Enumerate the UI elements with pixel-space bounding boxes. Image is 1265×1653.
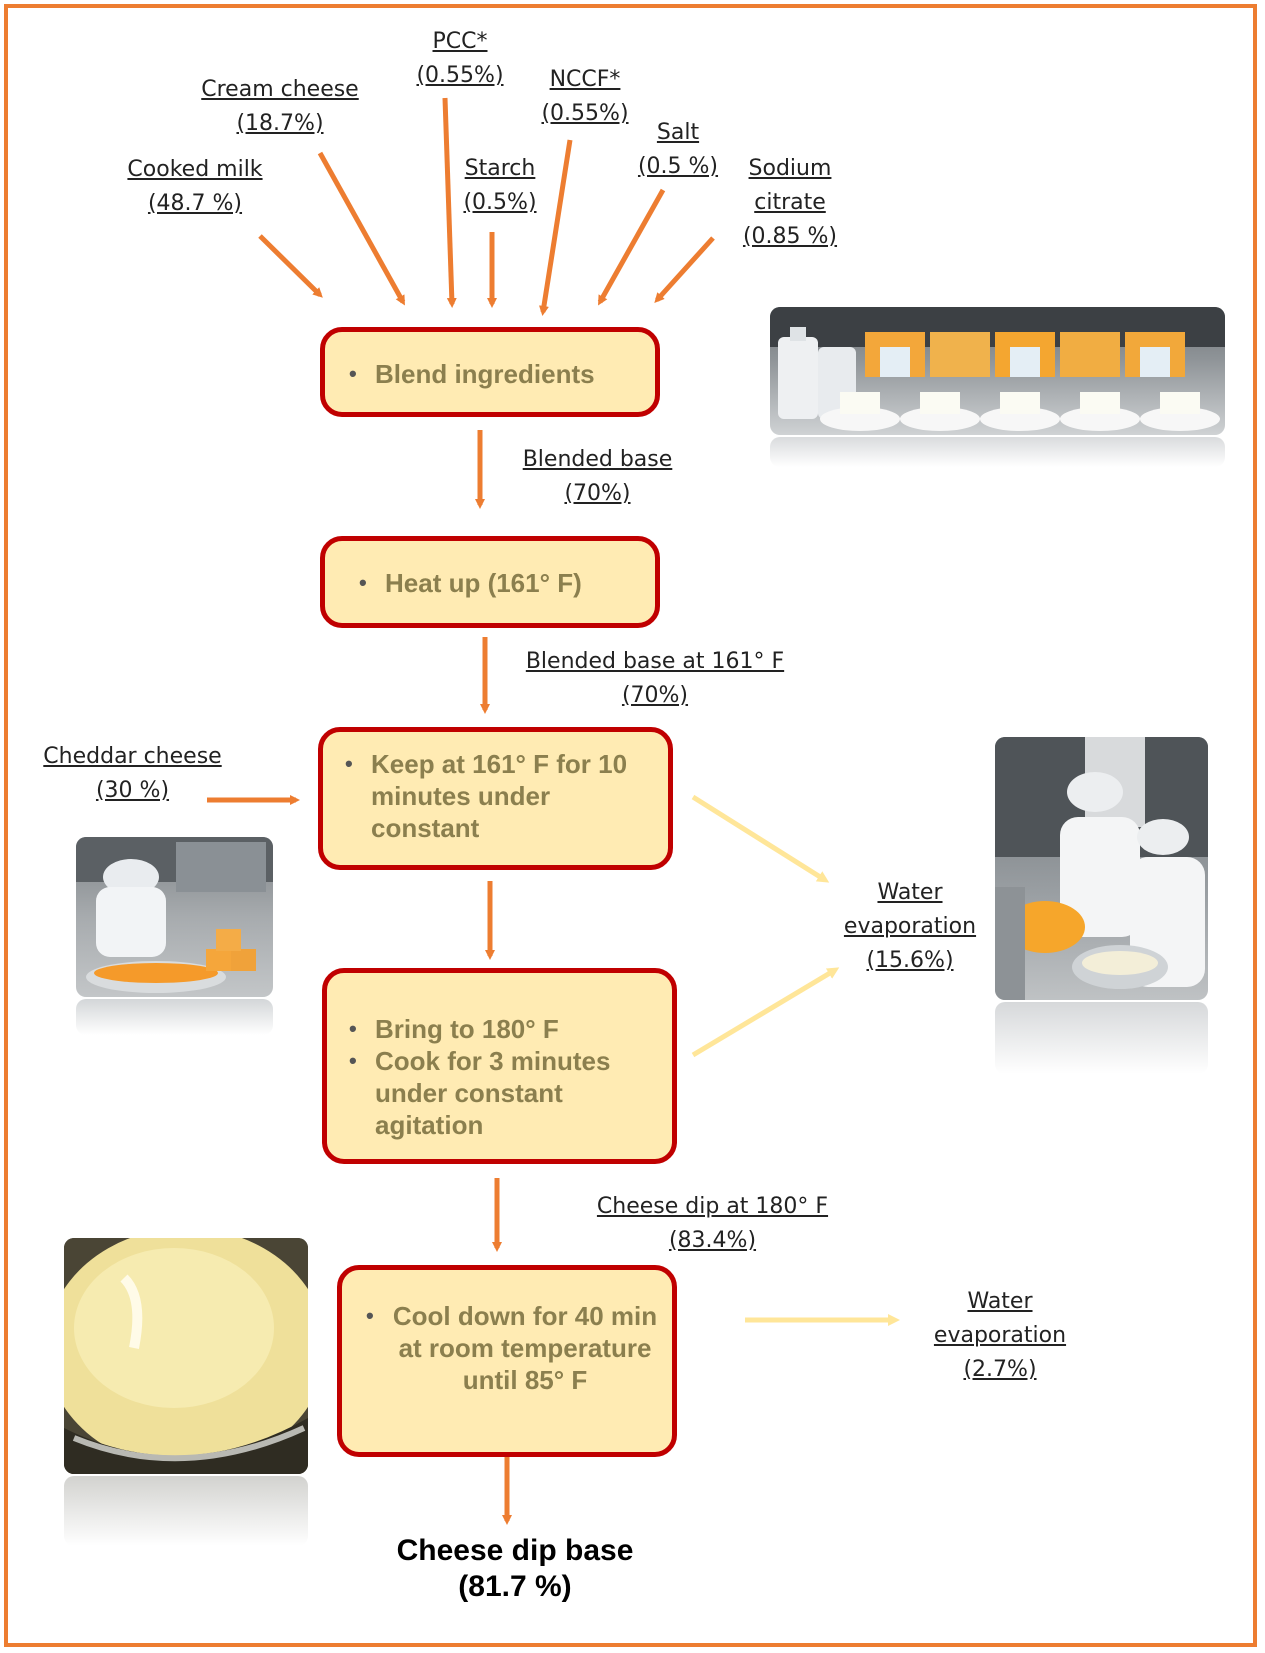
input-cheddar-cheese: Cheddar cheese (30 %) [25,740,240,808]
cheddar-photo-illustration [76,837,273,993]
step-heat-up: Heat up (161° F) [320,536,660,628]
flow-blended-base: Blended base (70%) [505,443,690,511]
flow-water-evaporation-2: Water evaporation (2.7%) [925,1285,1075,1387]
step-bring-cook: Bring to 180° F Cook for 3 minutes under… [322,968,677,1164]
flow-percent: (15.6%) [866,948,954,973]
step-keep-at-161: Keep at 161° F for 10 minutes under cons… [318,727,673,870]
input-percent: (0.5%) [463,190,537,215]
input-name-2: citrate [754,190,826,215]
step-text: Cool down for 40 min at room temperature… [352,1300,658,1396]
input-cream-cheese: Cream cheese (18.7%) [185,73,375,141]
input-cooked-milk: Cooked milk (48.7 %) [110,153,280,221]
cooking-photo-reflection [995,1002,1208,1074]
input-percent: (0.55%) [416,63,504,88]
input-percent: (0.85 %) [742,224,838,249]
cheddar-photo-reflection [76,999,273,1035]
input-name: PCC* [432,29,488,54]
input-percent: (48.7 %) [147,191,243,216]
arrow-keep-evaporation [691,794,830,883]
flow-name-2: evaporation [933,1323,1067,1348]
cheddar-photo [76,837,273,997]
flow-percent: (70%) [564,481,631,506]
ingredients-photo-reflection [770,437,1225,467]
step-cool-down: Cool down for 40 min at room temperature… [337,1265,677,1457]
arrow-cooked-milk [258,234,323,298]
step-text: Keep at 161° F for 10 minutes under cons… [331,748,654,844]
input-starch: Starch (0.5%) [450,152,550,220]
cheese-dip-photo [64,1238,308,1474]
step-text: Blend ingredients [335,358,645,390]
arrow-salt [597,188,666,306]
flow-blended-base-161: Blended base at 161° F (70%) [505,645,805,713]
input-percent: (30 %) [95,778,170,803]
input-percent: (0.5 %) [637,154,719,179]
input-percent: (0.55%) [541,101,629,126]
cheese-dip-photo-illustration [64,1238,308,1474]
diagram-frame [4,4,1257,1647]
input-name: Cooked milk [127,157,263,182]
arrow-nccf [538,139,573,316]
output-name: Cheese dip base [396,1534,634,1567]
arrow-pcc [442,97,457,308]
flow-name: Cheese dip at 180° F [596,1194,829,1219]
flow-name: Blended base [522,447,673,472]
input-pcc: PCC* (0.55%) [405,25,515,93]
cooking-photo-illustration [995,737,1208,1000]
arrow-sodium-citrate [654,236,715,303]
flow-name: Water [877,880,943,905]
flow-name-2: evaporation [843,914,977,939]
flow-name: Blended base at 161° F [525,649,785,674]
ingredients-photo [770,307,1225,435]
step-blend-ingredients: Blend ingredients [320,327,660,417]
flow-cheese-dip-180: Cheese dip at 180° F (83.4%) [575,1190,850,1258]
input-sodium-citrate: Sodium citrate (0.85 %) [730,152,850,254]
arrow-cream-cheese [317,151,406,306]
input-name: Cream cheese [201,77,359,102]
flow-percent: (70%) [621,683,689,708]
cheese-dip-photo-reflection [64,1476,308,1546]
input-percent: (18.7%) [236,111,324,136]
step-text-bring: Bring to 180° F [335,1013,658,1045]
input-salt: Salt (0.5 %) [628,116,728,184]
input-name: Cheddar cheese [43,744,222,769]
cooking-photo [995,737,1208,1000]
output-cheese-dip-base: Cheese dip base (81.7 %) [330,1533,700,1605]
flow-water-evaporation-1: Water evaporation (15.6%) [835,876,985,978]
input-name: NCCF* [549,67,621,92]
input-name: Sodium [748,156,832,181]
flow-percent: (2.7%) [963,1357,1037,1382]
input-nccf: NCCF* (0.55%) [530,63,640,131]
input-name: Salt [656,120,700,145]
output-percent: (81.7 %) [458,1570,572,1603]
step-text: Heat up (161° F) [345,567,645,599]
input-name: Starch [464,156,536,181]
flow-percent: (83.4%) [668,1228,757,1253]
ingredients-photo-illustration [770,307,1225,431]
arrow-cook-evaporation [691,967,840,1058]
flow-name: Water [967,1289,1033,1314]
step-text-cook: Cook for 3 minutes under constant agitat… [335,1045,658,1141]
